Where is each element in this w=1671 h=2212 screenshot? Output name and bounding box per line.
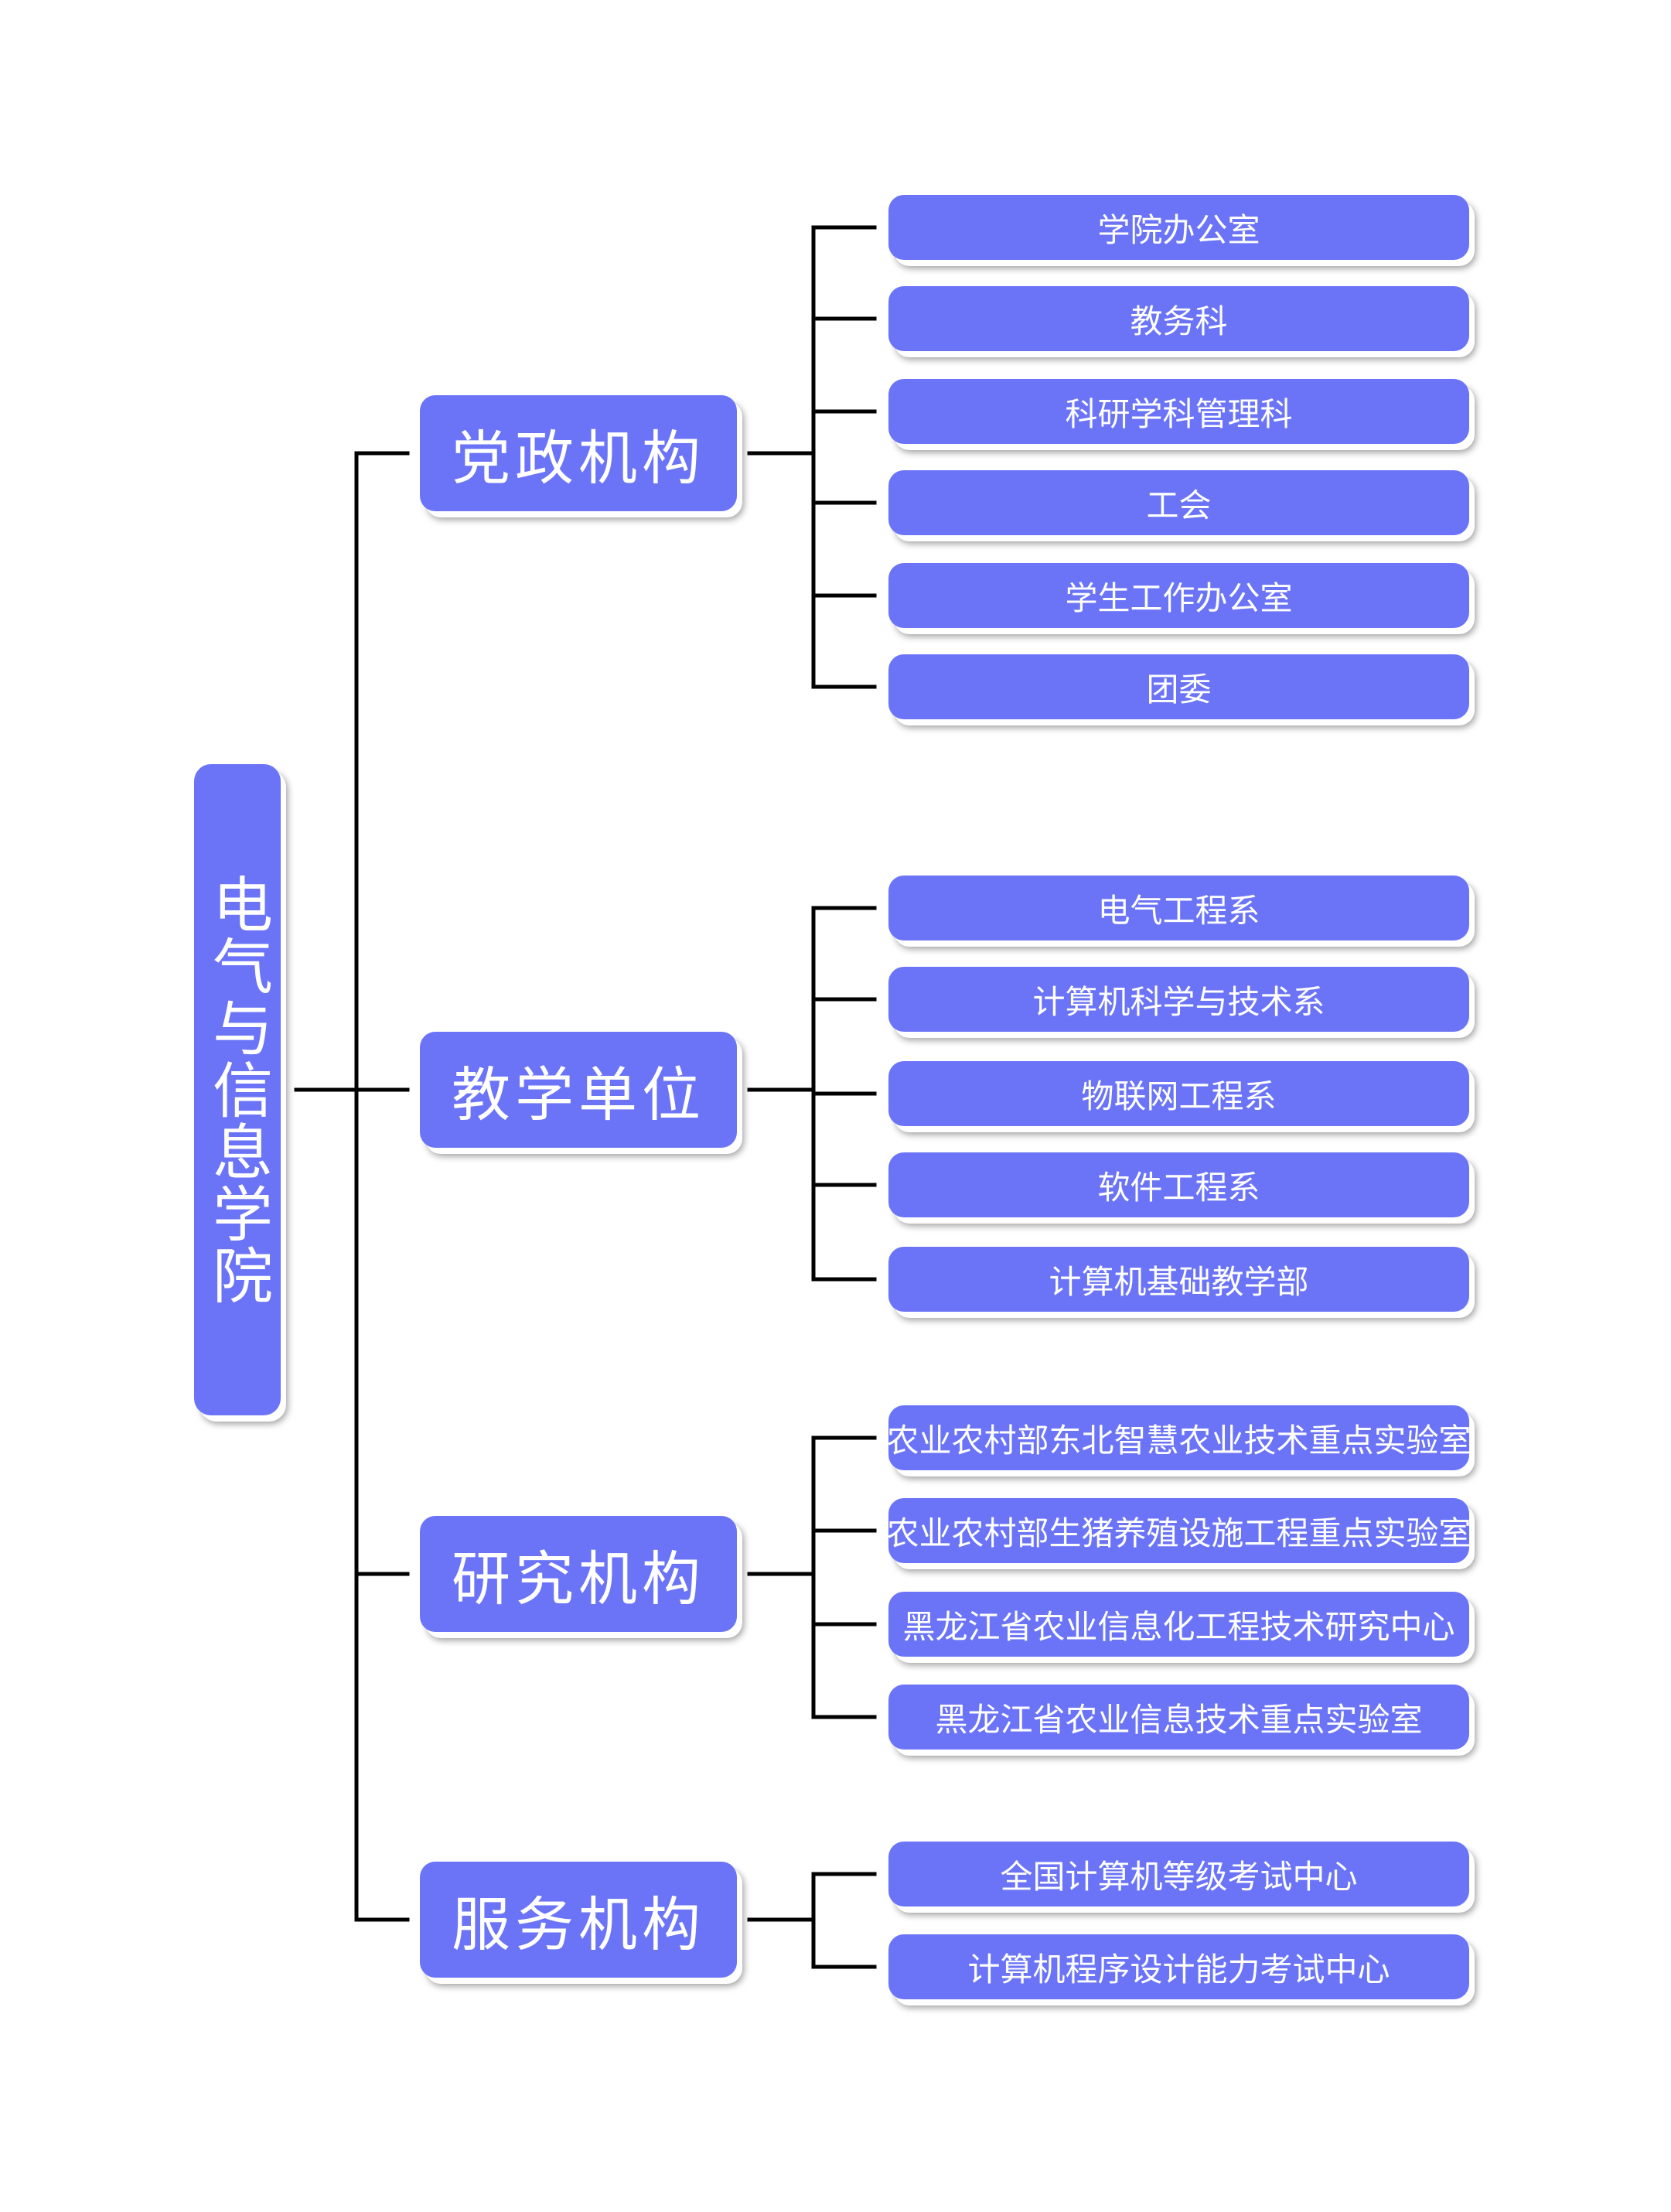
category-node-party-admin: 党政机构 — [420, 395, 737, 511]
leaf-node: 黑龙江省农业信息技术重点实验室 — [888, 1685, 1469, 1749]
category-node-research-institutes: 研究机构 — [420, 1516, 737, 1632]
leaf-connector — [811, 1872, 877, 1969]
leaf-node: 教务科 — [888, 286, 1469, 351]
root-node: 电气与信息学院 — [194, 764, 281, 1415]
leaf-node: 农业农村部生猪养殖设施工程重点实验室 — [887, 1498, 1472, 1563]
leaf-node: 黑龙江省农业信息化工程技术研究中心 — [888, 1592, 1469, 1657]
leaf-node: 学生工作办公室 — [888, 563, 1469, 628]
leaf-connector — [811, 225, 877, 689]
root-label: 电气与信息学院 — [203, 873, 272, 1306]
leaf-node: 物联网工程系 — [888, 1061, 1469, 1126]
leaf-node: 工会 — [888, 470, 1469, 535]
leaf-node: 学院办公室 — [888, 195, 1469, 260]
leaf-node: 电气工程系 — [888, 876, 1469, 940]
leaf-node: 农业农村部东北智慧农业技术重点实验室 — [887, 1405, 1472, 1470]
leaf-node: 计算机科学与技术系 — [888, 967, 1469, 1032]
category-node-teaching-units: 教学单位 — [420, 1032, 737, 1148]
leaf-node: 计算机基础教学部 — [888, 1247, 1469, 1312]
leaf-node: 团委 — [888, 654, 1469, 719]
category-node-service-institutes: 服务机构 — [420, 1862, 737, 1978]
leaf-node: 科研学科管理科 — [888, 379, 1469, 444]
leaf-node: 软件工程系 — [888, 1152, 1469, 1217]
leaf-connector — [811, 1435, 877, 1719]
leaf-node: 全国计算机等级考试中心 — [888, 1842, 1469, 1906]
leaf-node: 计算机程序设计能力考试中心 — [888, 1934, 1469, 1999]
leaf-connector — [811, 906, 877, 1282]
